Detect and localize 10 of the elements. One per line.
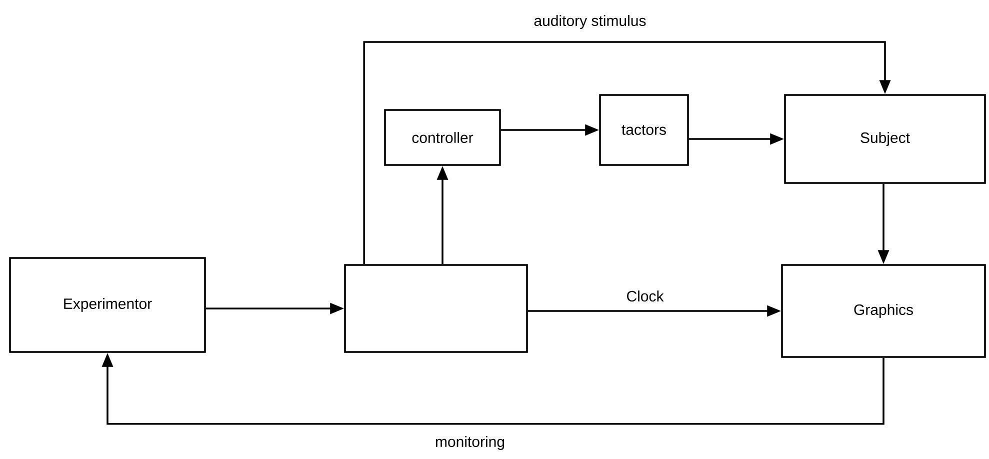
process-box: Subject [784, 94, 986, 184]
process-box: Graphics [781, 264, 986, 358]
process-box: tactors [599, 94, 689, 166]
edge-label: monitoring [434, 435, 506, 451]
process-box: controller [384, 109, 501, 166]
arrow [363, 41, 891, 264]
edge-label: Clock [625, 290, 665, 303]
edge-label: auditory stimulus [532, 14, 648, 30]
process-box: Experimentor [9, 257, 206, 353]
empty-box [344, 264, 528, 353]
